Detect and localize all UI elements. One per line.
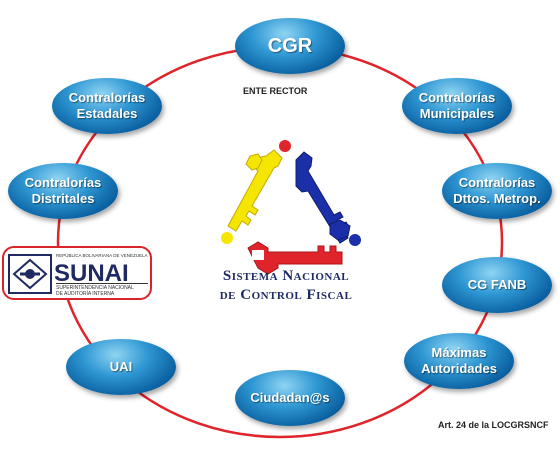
logo-title-line1: Sistema Nacional — [222, 268, 350, 284]
node-municipales-label: Contralorías Municipales — [418, 90, 496, 121]
sunai-sub-line1: SUPERINTENDENCIA NACIONAL — [56, 285, 134, 291]
node-contralorias-distritales[interactable]: Contralorías Distritales — [8, 163, 118, 219]
sunai-top-line: REPÚBLICA BOLIVARIANA DE VENEZUELA — [56, 253, 148, 258]
node-maximas-autoridades[interactable]: Máximas Autoridades — [404, 333, 514, 389]
node-estadales-label: Contralorías Estadales — [68, 90, 146, 121]
red-key-icon — [247, 241, 343, 275]
node-contralorias-municipales[interactable]: Contralorías Municipales — [402, 78, 512, 134]
node-cgr[interactable]: CGR — [235, 18, 345, 74]
node-distritales-label: Contralorías Distritales — [24, 175, 102, 206]
sunai-logo[interactable]: REPÚBLICA BOLIVARIANA DE VENEZUELA SUNAI… — [2, 246, 152, 300]
node-maximas-label: Máximas Autoridades — [421, 345, 497, 376]
node-contralorias-estadales[interactable]: Contralorías Estadales — [52, 78, 162, 134]
yellow-key-icon — [227, 149, 283, 232]
node-ciudadanos[interactable]: Ciudadan@s — [235, 370, 345, 426]
node-uai[interactable]: UAI — [66, 339, 176, 395]
node-contralorias-metropolitanos[interactable]: Contralorías Dttos. Metrop. — [442, 163, 552, 219]
sunai-emblem-icon — [8, 254, 52, 294]
node-ciudadanos-label: Ciudadan@s — [250, 390, 330, 405]
logo-dot-red — [279, 140, 291, 152]
node-cgfanb-label: CG FANB — [467, 277, 527, 292]
node-uai-label: UAI — [109, 359, 133, 374]
sunai-sub-line2: DE AUDITORÍA INTERNA — [56, 291, 115, 297]
footnote: Art. 24 de la LOCGRSNCF — [438, 420, 549, 430]
blue-key-icon — [295, 151, 351, 244]
logo-dot-blue — [349, 234, 361, 246]
sunai-divider — [56, 283, 148, 284]
control-fiscal-logo — [221, 140, 361, 275]
sunai-name: SUNAI — [54, 260, 129, 287]
node-metropolitanos-label: Contralorías Dttos. Metrop. — [453, 175, 541, 206]
logo-dot-yellow — [221, 232, 233, 244]
ente-rector-label: ENTE RECTOR — [243, 86, 308, 96]
node-cg-fanb[interactable]: CG FANB — [442, 257, 552, 313]
node-cgr-label: CGR — [267, 35, 313, 57]
logo-title-line2: de Control Fiscal — [219, 287, 353, 303]
